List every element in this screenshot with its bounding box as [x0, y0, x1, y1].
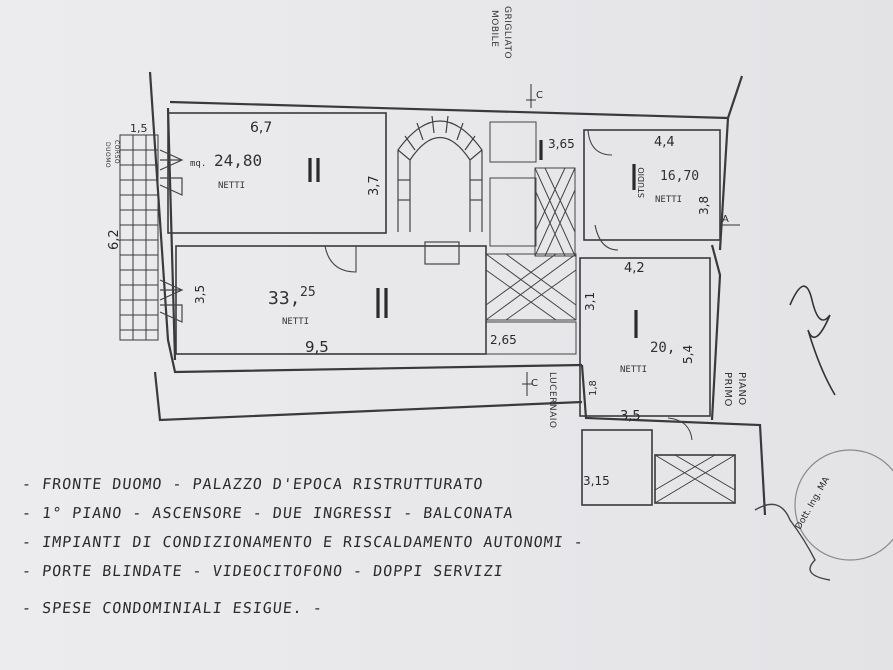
- dim-3-5-right: 3,5: [620, 409, 641, 424]
- staircase: [397, 115, 483, 265]
- studio-label: STUDIO: [637, 167, 646, 198]
- right-rooms: [579, 129, 736, 506]
- elevator-shaft: [485, 121, 577, 355]
- area-studio: 16,70: [660, 169, 699, 184]
- area-room2: 33,: [268, 288, 301, 309]
- section-c-top: C: [536, 90, 543, 101]
- dim-2-65: 2,65: [490, 333, 517, 347]
- note-line: - SPESE CONDOMINIALI ESIGUE. -: [21, 599, 324, 617]
- windows: [159, 149, 184, 323]
- dim-3-7: 3,7: [367, 175, 382, 196]
- dim-9-5: 9,5: [305, 338, 329, 356]
- notes-list: - FRONTE DUOMO - PALAZZO D'EPOCA RISTRUT…: [21, 470, 662, 623]
- label-duomo: DUOMO: [104, 142, 111, 169]
- area-room2-netti: NETTI: [282, 317, 309, 327]
- engineer-stamp: [794, 449, 893, 561]
- label-lucernaio: LUCERNAIO: [547, 372, 557, 429]
- area-room1: 24,80: [214, 151, 262, 170]
- room-marks: [308, 140, 638, 338]
- area-room1-mq: mq.: [190, 159, 206, 169]
- label-corso: CORSO: [113, 140, 120, 165]
- dim-3-65: 3,65: [548, 137, 575, 151]
- note-line: - FRONTE DUOMO - PALAZZO D'EPOCA RISTRUT…: [21, 475, 485, 493]
- dim-3-15: 3,15: [583, 474, 610, 488]
- dim-4-2: 4,2: [624, 261, 645, 276]
- section-c-bottom: C: [531, 378, 538, 389]
- dim-4-4: 4,4: [654, 135, 675, 150]
- note-line: - 1° PIANO - ASCENSORE - DUE INGRESSI - …: [21, 504, 515, 522]
- balcony: [119, 134, 159, 341]
- label-piano: PIANO: [736, 372, 747, 406]
- section-marks: [522, 84, 740, 396]
- label-primo: PRIMO: [722, 372, 733, 407]
- signature-2: [754, 503, 831, 581]
- room-1-outline: [167, 112, 387, 234]
- dim-3-1: 3,1: [583, 292, 597, 311]
- doors: [324, 129, 693, 441]
- outer-walls: [148, 71, 767, 516]
- room-2-outline: [175, 245, 487, 355]
- area-studio-netti: NETTI: [655, 195, 682, 205]
- section-a: A: [722, 214, 729, 225]
- area-room4: 20,: [650, 340, 675, 356]
- signature: [789, 285, 836, 396]
- dim-6-7: 6,7: [250, 120, 272, 136]
- area-room1-netti: NETTI: [218, 181, 245, 191]
- area-room4-netti: NETTI: [620, 365, 647, 375]
- dim-1-5: 1,5: [130, 122, 148, 135]
- label-mobile: MOBILE: [489, 10, 499, 48]
- dim-6-2: 6,2: [107, 229, 122, 250]
- label-grigliato: GRIGLIATO: [502, 6, 512, 60]
- dim-3-8: 3,8: [697, 196, 711, 215]
- note-line: - PORTE BLINDATE - VIDEOCITOFONO - DOPPI…: [21, 562, 505, 580]
- area-room2-dec: 25: [300, 285, 316, 300]
- dim-1-8: 1,8: [588, 380, 599, 396]
- dim-5-4: 5,4: [681, 345, 695, 364]
- dim-3-5-left: 3,5: [193, 285, 207, 304]
- note-line: - IMPIANTI DI CONDIZIONAMENTO E RISCALDA…: [21, 533, 585, 551]
